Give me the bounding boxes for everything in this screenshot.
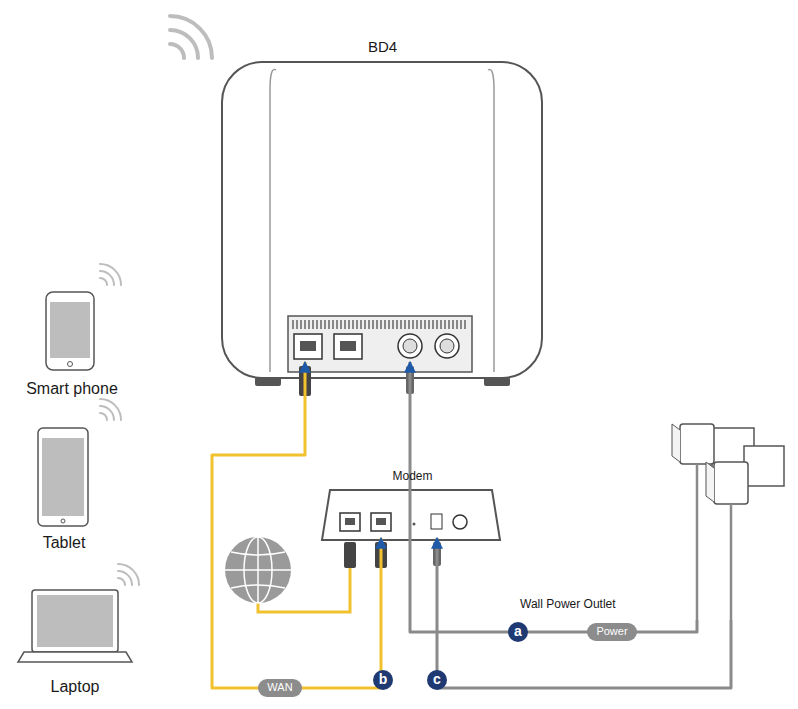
device-label: Modem xyxy=(318,470,507,484)
wifi-arc xyxy=(100,264,121,285)
wifi-arc xyxy=(100,399,121,420)
cable-label: WAN xyxy=(258,679,301,696)
cable-connector xyxy=(212,362,381,688)
cable-label: Power xyxy=(587,623,636,640)
wifi-arc xyxy=(170,30,198,58)
cable-connector xyxy=(437,538,731,688)
device-node: Tablet xyxy=(20,424,108,556)
wifi-arc xyxy=(118,578,125,585)
device-label: Tablet xyxy=(20,534,108,552)
wifi-waves xyxy=(100,16,212,585)
device-label: Smart phone xyxy=(20,380,124,398)
wifi-arc xyxy=(100,271,114,285)
wifi-arc xyxy=(100,406,114,420)
device-node: Laptop xyxy=(12,582,138,700)
laptop-icon xyxy=(18,590,132,662)
wifi-arc xyxy=(100,413,107,420)
internet-globe xyxy=(225,537,291,603)
device-node: Modem xyxy=(318,468,507,538)
smartphone-icon xyxy=(46,292,94,370)
router-body xyxy=(222,62,542,386)
wifi-arc xyxy=(100,278,107,285)
wifi-arc xyxy=(170,44,184,58)
callout-letter: b xyxy=(373,670,393,690)
wifi-arc xyxy=(118,564,139,585)
device-node: BD4 xyxy=(218,34,547,362)
device-node: Wall Power Outlet xyxy=(515,410,785,620)
callout-letter: c xyxy=(427,670,447,690)
device-label: Laptop xyxy=(12,678,138,696)
ethernet-plug xyxy=(344,542,356,568)
wifi-arc xyxy=(170,16,212,58)
cable-connector xyxy=(410,362,697,632)
callout-letter: a xyxy=(508,622,528,642)
wall-outlets xyxy=(672,424,784,620)
device-label: BD4 xyxy=(218,38,547,55)
device-label: Wall Power Outlet xyxy=(520,598,616,612)
tablet-icon xyxy=(38,428,88,526)
wifi-arc xyxy=(118,571,132,585)
device-node: Smart phone xyxy=(20,286,124,402)
